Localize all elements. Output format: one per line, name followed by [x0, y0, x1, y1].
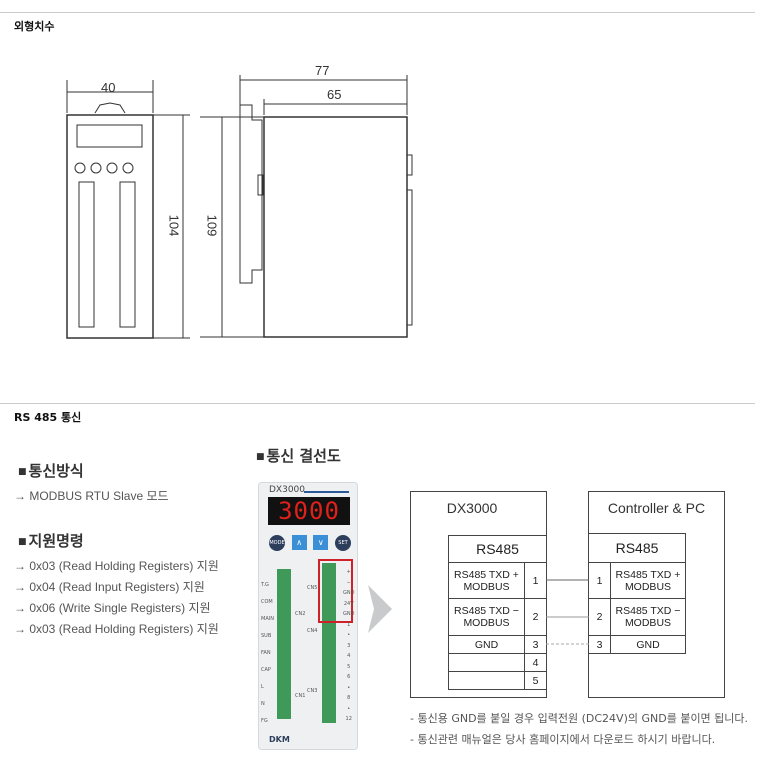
comm-method-heading-text: 통신방식 [28, 462, 84, 480]
device-brand: DKM [269, 735, 290, 744]
command-item: → 0x06 (Write Single Registers) 지원 [14, 601, 211, 615]
set-button: SET [334, 535, 351, 551]
pc-row-label: GND [610, 635, 686, 654]
dx-row-label [448, 671, 525, 690]
pc-rs485-header: RS485 [588, 533, 686, 563]
dx-pin: 5 [524, 671, 547, 690]
notes: - 통신용 GND를 붙일 경우 입력전원 (DC24V)의 GND를 붙이면 … [410, 708, 748, 750]
wiring-heading: ■통신 결선도 [256, 447, 341, 465]
pc-pin: 2 [588, 598, 611, 636]
commands-heading-text: 지원명령 [28, 532, 84, 550]
dim-side-depth: 65 [327, 87, 342, 102]
dx-rs485-header: RS485 [448, 535, 547, 563]
left-terminal-block [277, 569, 291, 719]
dx-row-label: RS485 TXD + MODBUS [448, 562, 525, 599]
dx-pin: 3 [524, 635, 547, 654]
pc-row-label: RS485 TXD − MODBUS [610, 598, 686, 636]
wiring-lines [546, 579, 589, 645]
connector-label: CN4 [307, 628, 318, 634]
dx-row-label [448, 653, 525, 672]
comm-method-heading: ■통신방식 [18, 462, 84, 480]
up-button: ∧ [291, 535, 307, 550]
arrow-right-icon [368, 585, 392, 633]
note: - 통신관련 매뉴얼은 당사 홈페이지에서 다운로드 하시기 바랍니다. [410, 733, 716, 746]
device-buttons: MODE ∧ ∨ SET [269, 535, 351, 551]
dx-row-label: RS485 TXD − MODBUS [448, 598, 525, 636]
device-display: 3000 [268, 497, 350, 525]
dx-pin: 2 [524, 598, 547, 636]
pc-pin: 3 [588, 635, 611, 654]
dim-side-height: 109 [204, 214, 220, 237]
side-view [200, 75, 413, 338]
dx-pin: 1 [524, 562, 547, 599]
note: - 통신용 GND를 붙일 경우 입력전원 (DC24V)의 GND를 붙이면 … [410, 712, 749, 725]
dim-front-width: 40 [101, 80, 116, 95]
pc-pin: 1 [588, 562, 611, 599]
connector-label: CN5 [307, 585, 318, 591]
section-title-dimensions: 외형치수 [14, 20, 55, 33]
commands-list: → 0x03 (Read Holding Registers) 지원 → 0x0… [14, 556, 219, 640]
section-title-rs485: RS 485 통신 [14, 411, 82, 424]
command-item: → 0x04 (Read Input Registers) 지원 [14, 580, 205, 594]
dx-pin: 4 [524, 653, 547, 672]
divider [0, 403, 755, 404]
command-item: → 0x03 (Read Holding Registers) 지원 [14, 622, 219, 636]
dx-row-label: GND [448, 635, 525, 654]
comm-method-item: → MODBUS RTU Slave 모드 [14, 489, 169, 503]
right-terminal-block [322, 563, 336, 723]
connector-label: CN2 [295, 611, 306, 617]
dimension-drawing [66, 75, 413, 339]
controller-title: Controller & PC [607, 500, 706, 516]
down-button: ∨ [313, 535, 329, 550]
pc-row-label: RS485 TXD + MODBUS [610, 562, 686, 599]
connector-label: CN1 [295, 693, 306, 699]
command-item: → 0x03 (Read Holding Registers) 지원 [14, 559, 219, 573]
commands-heading: ■지원명령 [18, 532, 84, 550]
dx3000-title: DX3000 [446, 500, 498, 516]
wiring-heading-text: 통신 결선도 [266, 447, 341, 465]
dim-front-height: 104 [166, 214, 182, 237]
connector-label: CN3 [307, 688, 318, 694]
front-view [66, 80, 190, 339]
highlight-box [318, 559, 353, 623]
divider [0, 12, 755, 13]
device-model: DX3000 [269, 485, 305, 495]
dim-side-total-depth: 77 [315, 63, 330, 78]
mode-button: MODE [269, 535, 285, 551]
